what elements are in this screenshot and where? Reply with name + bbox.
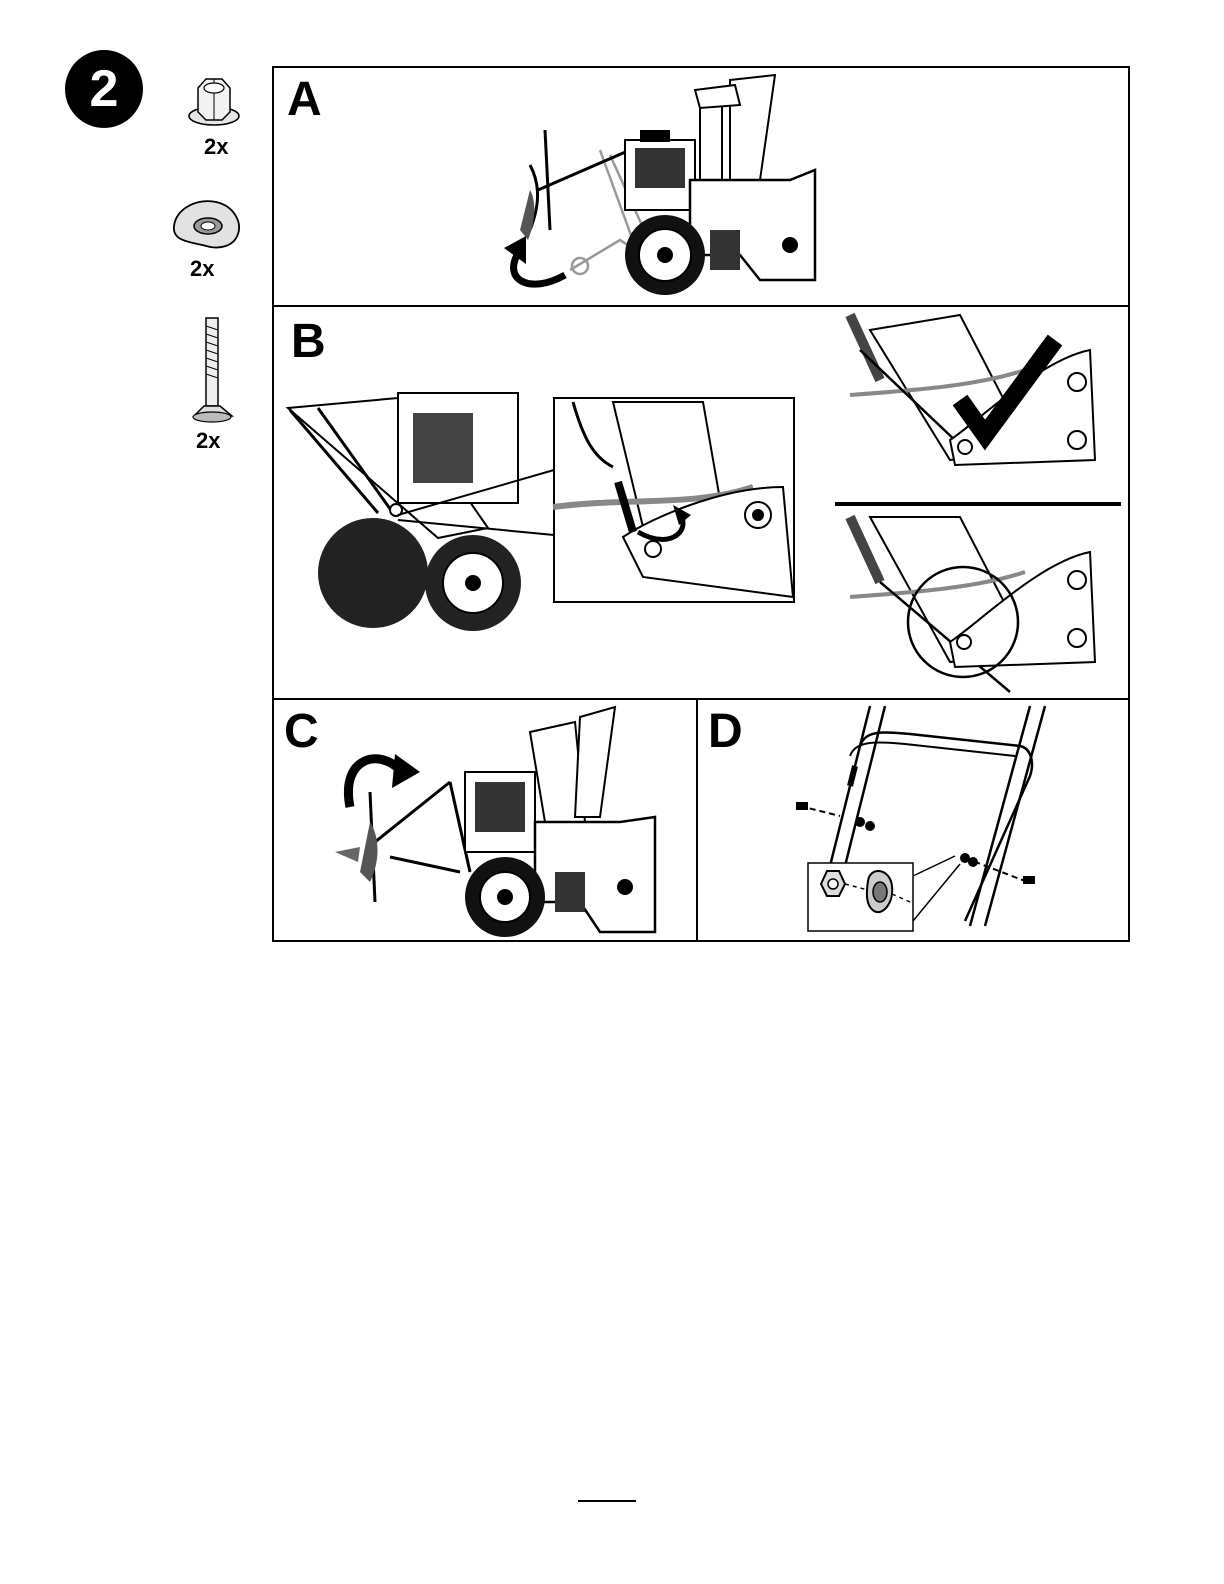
carriage-bolt-quantity: 2x — [196, 428, 220, 454]
panel-b-detail-inset — [553, 397, 795, 603]
panel-a-snowblower-illustration — [490, 70, 820, 300]
panel-c-snowblower-illustration — [330, 702, 660, 938]
step-number-badge: 2 — [65, 50, 143, 128]
footer-rule — [578, 1500, 636, 1502]
panel-a-label: A — [287, 76, 322, 124]
carriage-bolt-icon — [190, 316, 236, 426]
panel-b-callout-wedge — [390, 400, 560, 650]
divider-a-b — [272, 305, 1130, 307]
flange-nut-icon — [186, 76, 242, 128]
cam-washer-icon — [170, 196, 244, 252]
divider-c-d — [696, 698, 698, 942]
panel-b-incorrect-routing-illustration — [840, 512, 1125, 697]
cam-washer-quantity: 2x — [190, 256, 214, 282]
panel-b-correct-routing-illustration — [840, 310, 1125, 500]
flange-nut-quantity: 2x — [204, 134, 228, 160]
panel-d-handle-bolt-illustration — [790, 706, 1110, 936]
correct-incorrect-divider — [835, 502, 1121, 506]
panel-c-label: C — [284, 708, 319, 756]
panel-b-label: B — [291, 318, 326, 366]
panel-d-label: D — [708, 708, 743, 756]
divider-b-cd — [272, 698, 1130, 700]
